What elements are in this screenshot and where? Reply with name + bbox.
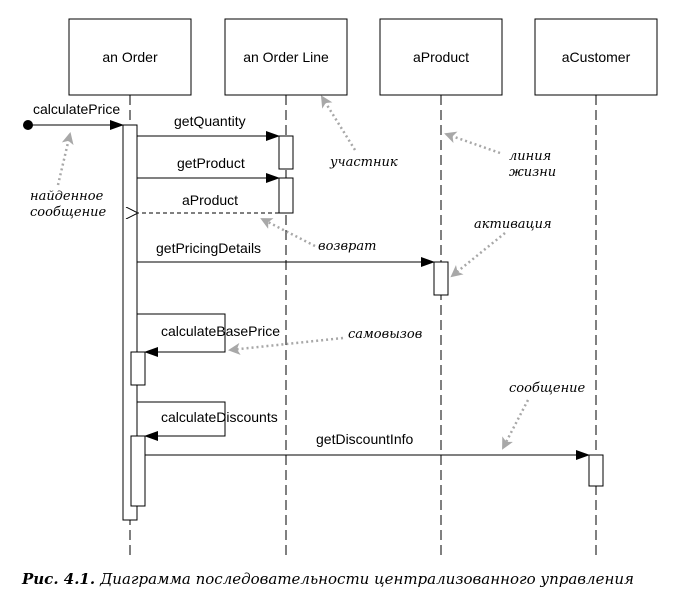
annotation-message-arrow [501,399,530,450]
participant-product-label: aProduct [413,49,469,65]
figure-caption-number: Рис. 4.1. [21,570,95,588]
activation-order-line-quantity [278,135,294,170]
message-get-discount-info-label: getDiscountInfo [316,431,413,447]
participant-customer: aCustomer [534,18,658,96]
message-calculate-base-price-arrow [137,313,226,357]
message-get-product-label: getProduct [177,155,245,171]
activation-product [433,261,449,296]
participant-order-line-box [224,18,348,96]
annotation-self-call-arrow [228,336,344,355]
message-calculate-discounts-arrow [137,401,226,441]
figure-caption: Рис. 4.1.Диаграмма последовательности це… [21,570,634,588]
participant-order-box [68,18,192,96]
annotation-found-message-label-1: найденное [30,189,104,204]
participant-order-line-label: an Order Line [243,49,329,65]
activation-order-line-product [278,177,294,214]
participant-order: an Order [68,18,192,96]
annotation-participant-label: участник [329,155,398,170]
message-return-product-label: aProduct [182,192,238,208]
annotation-activation-label: активация [474,217,552,232]
activation-customer [588,454,604,487]
figure-caption-text: Диаграмма последовательности централизов… [99,570,634,588]
activation-order-main [122,124,138,521]
annotation-return-arrow [260,217,316,248]
annotation-found-message-label-2: сообщение [30,205,107,220]
annotation-found-message-arrow [56,132,74,186]
message-get-pricing-details-label: getPricingDetails [156,240,261,256]
message-calculate-discounts-label: calculateDiscounts [161,409,278,425]
annotation-return-label: возврат [318,239,376,254]
message-calculate-price-label: calculatePrice [33,101,120,117]
annotation-lifeline-arrow [444,131,501,155]
message-get-quantity-label: getQuantity [174,113,246,129]
message-calculate-base-price-label: calculateBasePrice [161,323,280,339]
participant-customer-box [534,18,658,96]
annotation-participant-arrow [320,95,357,151]
annotation-self-call-label: самовызов [348,327,422,342]
participant-order-label: an Order [102,49,158,65]
activation-order-discounts [130,435,146,507]
participant-product-box [379,18,503,96]
activation-order-base-price [130,351,146,386]
participant-order-line: an Order Line [224,18,348,96]
participant-customer-label: aCustomer [562,49,631,65]
annotation-lifeline-label-1: линия [509,149,551,164]
annotation-activation-arrow [450,232,506,278]
participant-product: aProduct [379,18,503,96]
annotation-lifeline-label-2: жизни [509,165,556,180]
annotation-message-label: сообщение [509,381,586,396]
